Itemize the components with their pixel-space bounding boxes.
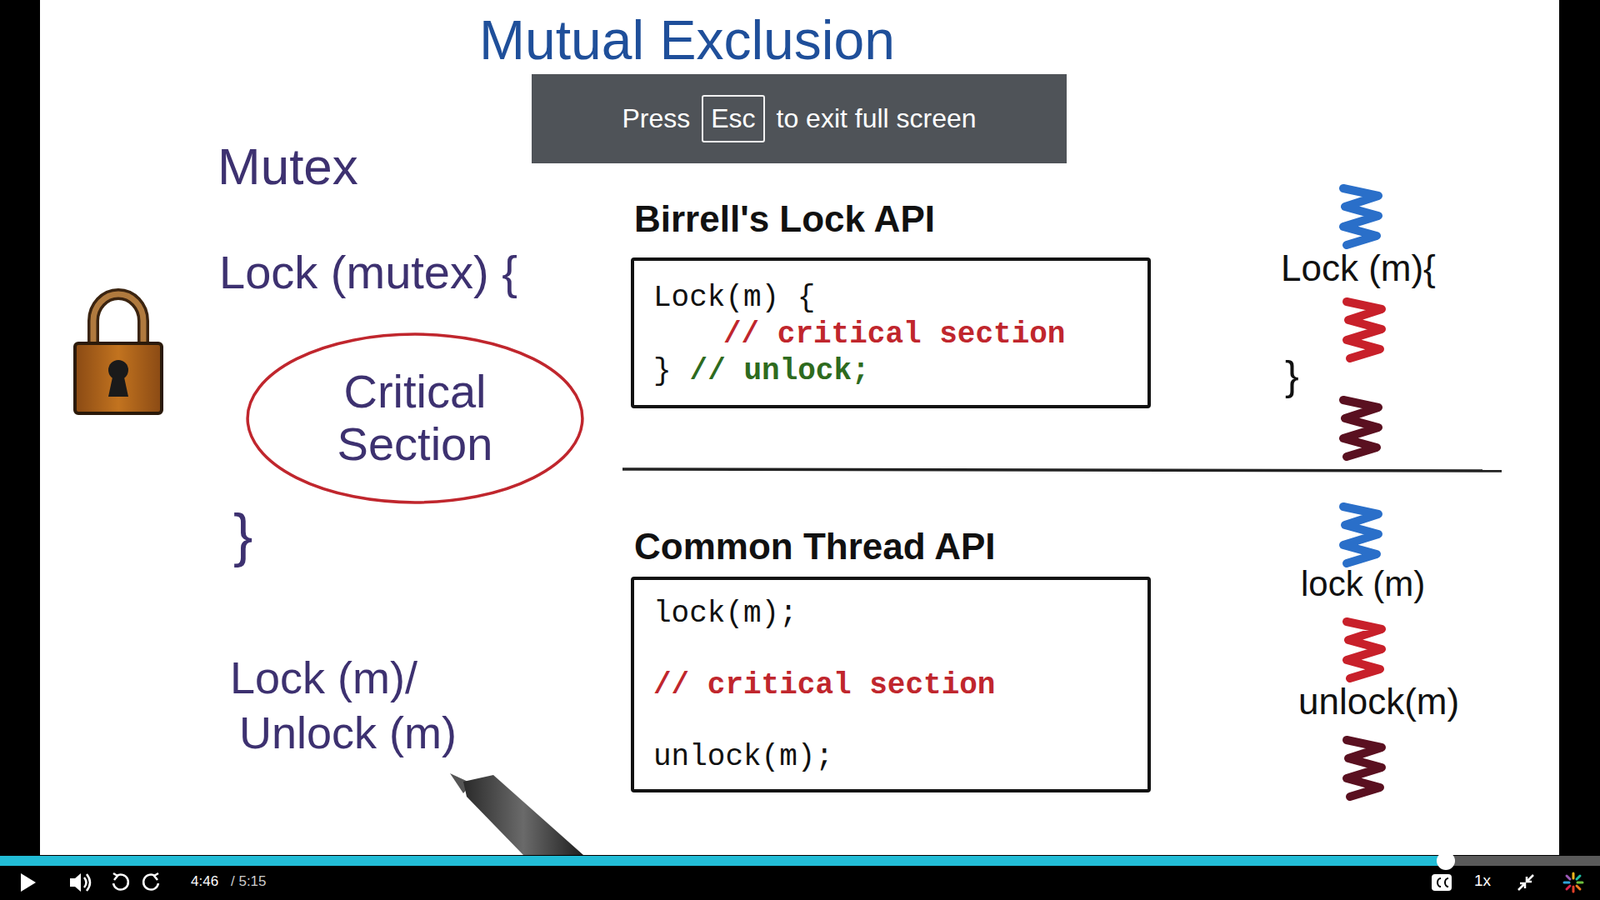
brace: } [233, 503, 253, 568]
heading-note: Mutex [217, 138, 359, 195]
progress-fill [0, 855, 1446, 866]
key-cap: Esc [701, 95, 765, 143]
code-text: unlock(m); [653, 740, 834, 775]
marker-pen [450, 773, 584, 855]
handwritten-code: Lock (m)/ [230, 653, 418, 703]
fullscreen-notice: Press Esc to exit full screen [531, 74, 1067, 164]
code-line: lock(m); [653, 595, 1148, 633]
brand-logo [1564, 873, 1583, 892]
code-line: // critical section [653, 316, 1148, 354]
forward-icon [143, 873, 159, 890]
thread-squiggle [1343, 506, 1379, 564]
rewind-icon [113, 873, 129, 890]
thread-squiggle [1343, 400, 1379, 457]
progress-thumb [1436, 851, 1455, 870]
play-icon [20, 873, 36, 892]
thread-squiggle [1343, 188, 1379, 245]
code-line: unlock(m); [653, 739, 1148, 776]
thread-squiggle [1346, 740, 1382, 797]
notice-text: Press [621, 103, 690, 135]
code-text: lock(m); [653, 596, 798, 631]
time-current: 4:46 [190, 874, 219, 890]
code-box: Common Thread APIlock(m);// critical sec… [630, 576, 1151, 793]
code-line: } // unlock; [653, 353, 1148, 390]
ellipse-node: Critical Section [244, 331, 586, 505]
ellipse-stroke [247, 334, 583, 503]
code-line: Lock(m) { [653, 280, 1148, 317]
handwritten-code: unlock(m) [1298, 681, 1460, 722]
code-comment: // critical section [723, 317, 1065, 352]
handwritten-code: Unlock (m) [239, 708, 457, 758]
box-heading: Common Thread API [634, 526, 996, 567]
code-comment: // critical section [653, 668, 995, 703]
handwritten-code: Lock (m){ [1280, 248, 1436, 289]
code-comment: // unlock; [690, 354, 870, 389]
thread-squiggle [1346, 301, 1382, 359]
progress-track [0, 855, 1600, 866]
ellipse-label: Critical Section [290, 365, 540, 470]
separator-line [622, 469, 1502, 471]
thread-squiggle [1346, 621, 1382, 679]
handwritten-code: Lock (mutex) { [219, 246, 518, 299]
code-text: } [653, 354, 672, 389]
speed-setting: 1x [1474, 872, 1491, 890]
brace: } [1285, 353, 1300, 400]
box-heading: Birrell's Lock API [634, 199, 935, 240]
code-text: Lock(m) { [653, 280, 815, 315]
volume-icon [70, 873, 90, 892]
captions-icon [1431, 874, 1452, 891]
whiteboard [40, 0, 1560, 855]
key-label: Esc [710, 103, 755, 135]
notice-text: to exit full screen [776, 103, 977, 135]
slide-title: Mutual Exclusion [479, 10, 895, 71]
time-total: / 5:15 [230, 874, 267, 890]
code-line: // critical section [653, 667, 1148, 705]
control-bar [0, 855, 1600, 900]
padlock-icon [75, 294, 162, 414]
code-box: Birrell's Lock APILock(m) {// critical s… [630, 257, 1151, 409]
handwritten-code: lock (m) [1300, 565, 1425, 604]
exit-fullscreen-icon [1518, 875, 1534, 890]
